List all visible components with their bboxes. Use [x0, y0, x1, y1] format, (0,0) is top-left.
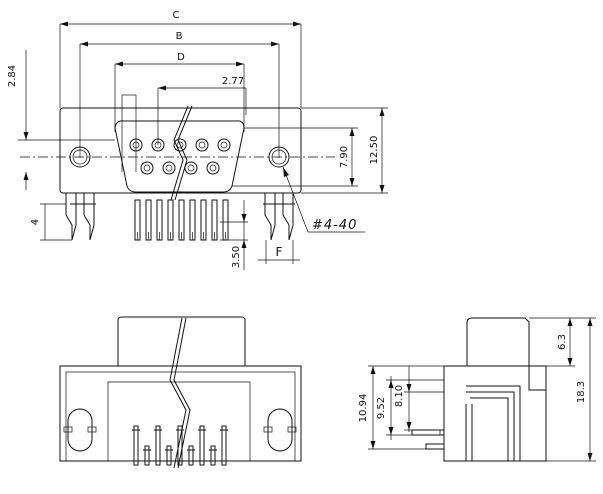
- front-break-line: [169, 317, 191, 469]
- front-shell: [117, 316, 246, 367]
- dimension-top-offset: 2.84: [7, 50, 115, 190]
- dim-label-side-h3: 8.10: [394, 385, 405, 407]
- dim-label-b: B: [176, 31, 183, 42]
- side-tails: [411, 429, 445, 450]
- dim-label-side-height: 18.3: [576, 381, 587, 403]
- side-flange: [528, 365, 547, 391]
- front-body: [59, 365, 302, 462]
- front-contact: [199, 425, 205, 466]
- front-body-inner: [65, 371, 296, 462]
- dim-label-side-h1: 10.94: [358, 394, 369, 423]
- dim-label-mount-depth: 4: [30, 219, 41, 225]
- dimension-side-h3: 8.10: [394, 366, 444, 432]
- break-line: [170, 105, 193, 201]
- mounting-hole-right: [268, 146, 290, 168]
- dim-label-pin-row-span: 7.90: [339, 146, 350, 168]
- front-contacts: [132, 425, 228, 466]
- dimension-side-shell: 6.3: [529, 317, 575, 367]
- board-lock-left: [65, 193, 96, 241]
- dimension-b: B: [79, 31, 280, 158]
- front-contact: [133, 425, 139, 466]
- front-contact: [188, 445, 194, 466]
- dimension-mount-depth: 4: [30, 203, 72, 241]
- side-body: [443, 365, 547, 462]
- front-contact: [221, 425, 227, 466]
- dimension-pin-row-span: 7.90: [232, 127, 358, 187]
- front-contact: [155, 425, 161, 466]
- side-view: 6.3 18.3 10.94 9.52: [358, 317, 596, 462]
- dimension-side-h1: 10.94: [358, 365, 444, 450]
- dimension-flange-height: 12.50: [301, 107, 388, 194]
- front-contact: [144, 445, 150, 466]
- thread-callout-label: #4-40: [312, 218, 357, 233]
- top-view: C B D 2.77: [7, 10, 388, 270]
- front-cavity: [107, 381, 251, 461]
- front-contact: [210, 445, 216, 466]
- dim-label-pin-length: 3.50: [231, 246, 242, 268]
- pin-row-top: [129, 138, 231, 152]
- pin-row-bottom: [140, 161, 220, 175]
- dim-label-flange-height: 12.50: [369, 136, 380, 165]
- dim-label-tail-width: F: [276, 245, 283, 259]
- dimension-pin-length: 3.50: [220, 200, 248, 270]
- dimension-d: D: [114, 52, 245, 132]
- front-lock-left: [63, 408, 97, 452]
- dimension-c: C: [59, 10, 302, 108]
- flange-outline: [59, 107, 302, 194]
- front-contact: [177, 425, 183, 466]
- board-lock-right: [263, 193, 295, 241]
- dim-label-top-offset: 2.84: [7, 65, 18, 87]
- mounting-hole-left: [69, 146, 91, 168]
- dimension-pitch: 2.77: [121, 76, 247, 172]
- dim-label-side-h2: 9.52: [376, 397, 387, 419]
- side-shell: [466, 317, 530, 367]
- pcb-tails: [134, 199, 229, 241]
- dim-label-pitch: 2.77: [222, 76, 244, 87]
- shell-outline: [114, 120, 245, 193]
- dimension-side-h2: 9.52: [376, 376, 444, 440]
- dimension-side-height: 18.3: [546, 317, 596, 462]
- dim-label-d: D: [177, 52, 185, 63]
- dimension-tail-width: F: [258, 240, 300, 264]
- side-contacts-bend: [466, 385, 521, 461]
- front-lock-right: [263, 408, 297, 452]
- front-view: [59, 316, 302, 469]
- front-contact: [166, 445, 172, 466]
- dim-label-c: C: [173, 10, 180, 21]
- dim-label-side-shell: 6.3: [557, 334, 568, 350]
- side-inner: [465, 404, 473, 461]
- thread-callout: #4-40: [282, 166, 365, 233]
